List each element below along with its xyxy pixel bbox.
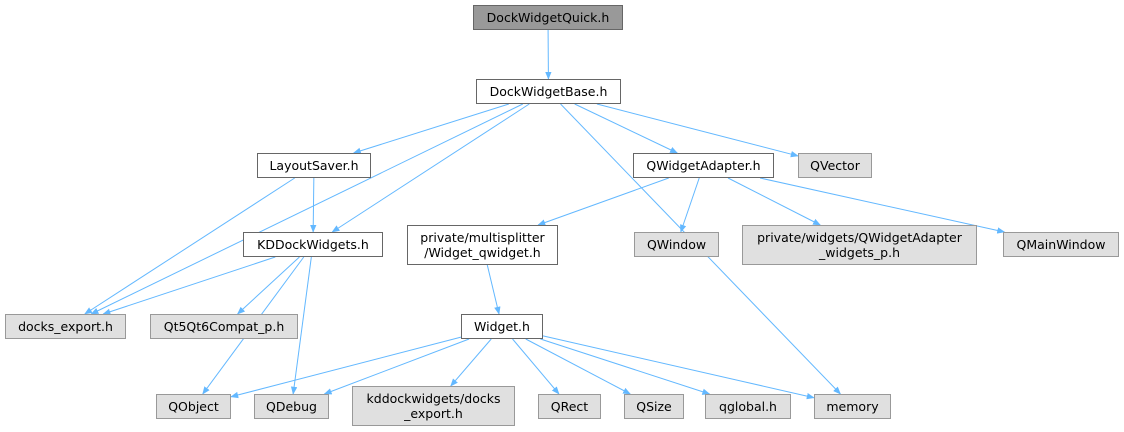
edge-dockwidgetbase-to-qvector: [596, 103, 799, 158]
edge-widget-to-qrect: [512, 338, 560, 395]
node-label-line: QWidgetAdapter.h: [646, 158, 761, 173]
node-widget-qwidget[interactable]: private/multisplitter/Widget_qwidget.h: [407, 225, 558, 265]
node-label-line: private/widgets/QWidgetAdapter: [757, 230, 962, 245]
node-label-line: QRect: [550, 399, 589, 414]
node-label-line: Widget.h: [474, 319, 530, 334]
edge-kddockwidgets-to-docks_export: [102, 256, 276, 315]
edge-layoutsaver-to-kddockwidgets: [310, 177, 317, 233]
edge-dockwidgetbase-to-kddockwidgets: [331, 103, 530, 233]
edge-widget_qwidget-to-widget: [486, 264, 501, 315]
edge-dockwidgetbase-to-qwidgetadapter: [574, 103, 679, 154]
node-layoutsaver[interactable]: LayoutSaver.h: [257, 153, 371, 178]
edge-qwidgetadapter-to-qwindow: [680, 177, 700, 233]
node-label-line: DockWidgetBase.h: [489, 84, 608, 99]
edge-dockwidgetbase-to-layoutsaver: [352, 103, 510, 154]
node-widget[interactable]: Widget.h: [461, 314, 543, 339]
edge-dockwidgetbase-to-docks_export: [90, 103, 524, 315]
node-qrect: QRect: [538, 394, 601, 419]
node-label-line: kddockwidgets/docks: [366, 391, 501, 406]
node-label-line: KDDockWidgets.h: [257, 237, 369, 252]
edge-qwidgetadapter-to-widget_qwidget: [537, 177, 669, 226]
edge-widget-to-memory: [542, 335, 815, 400]
node-qdebug: QDebug: [254, 394, 329, 419]
node-label-line: private/multisplitter: [420, 230, 545, 245]
edge-widget-to-kdd_docks_export: [450, 338, 492, 387]
node-qwidgetadapter[interactable]: QWidgetAdapter.h: [633, 153, 774, 178]
node-label-line: docks_export.h: [18, 319, 113, 334]
node-kddockwidgets-docks-export: kddockwidgets/docks_export.h: [352, 386, 515, 426]
node-qglobal: qglobal.h: [705, 394, 791, 419]
edge-widget-to-qglobal: [540, 338, 711, 395]
node-qt5qt6compat: Qt5Qt6Compat_p.h: [150, 314, 298, 339]
node-label-line: Qt5Qt6Compat_p.h: [163, 319, 285, 334]
node-qvector: QVector: [798, 153, 872, 178]
node-label-line: _widgets_p.h: [819, 245, 900, 260]
node-label-line: memory: [826, 399, 879, 414]
node-qwindow: QWindow: [634, 232, 719, 257]
node-qsize: QSize: [624, 394, 684, 419]
edge-kddockwidgets-to-qt5qt6compat: [236, 256, 300, 315]
edge-qwidgetadapter-to-qmainwindow: [759, 177, 1006, 234]
node-label-line: QSize: [636, 399, 672, 414]
edge-layoutsaver-to-docks_export: [84, 177, 295, 315]
edge-widget-to-qobject: [230, 336, 462, 399]
node-dockwidgetbase[interactable]: DockWidgetBase.h: [476, 79, 621, 104]
node-label-line: QVector: [810, 158, 860, 173]
node-memory: memory: [814, 394, 891, 419]
node-label-line: /Widget_qwidget.h: [424, 245, 541, 260]
node-qmainwindow: QMainWindow: [1003, 232, 1119, 257]
node-kddockwidgets[interactable]: KDDockWidgets.h: [243, 232, 383, 257]
edge-kddockwidgets-to-qdebug: [290, 256, 312, 395]
node-dockwidgetquick[interactable]: DockWidgetQuick.h: [473, 5, 623, 30]
edge-widget-to-qdebug: [323, 338, 470, 395]
node-qobject: QObject: [156, 394, 231, 419]
edge-widget-to-qsize: [525, 338, 631, 395]
node-label-line: QWindow: [646, 237, 707, 252]
node-label-line: QObject: [168, 399, 219, 414]
node-label-line: QDebug: [266, 399, 317, 414]
node-label-line: LayoutSaver.h: [269, 158, 359, 173]
edge-qwidgetadapter-to-qwidgetadapter_widgets_p: [727, 177, 821, 226]
node-label-line: QMainWindow: [1016, 237, 1106, 252]
node-label-line: DockWidgetQuick.h: [486, 10, 610, 25]
node-qwidgetadapter-widgets-p: private/widgets/QWidgetAdapter_widgets_p…: [742, 225, 977, 265]
node-docks-export: docks_export.h: [5, 314, 126, 339]
node-label-line: qglobal.h: [719, 399, 777, 414]
node-label-line: _export.h: [404, 406, 463, 421]
